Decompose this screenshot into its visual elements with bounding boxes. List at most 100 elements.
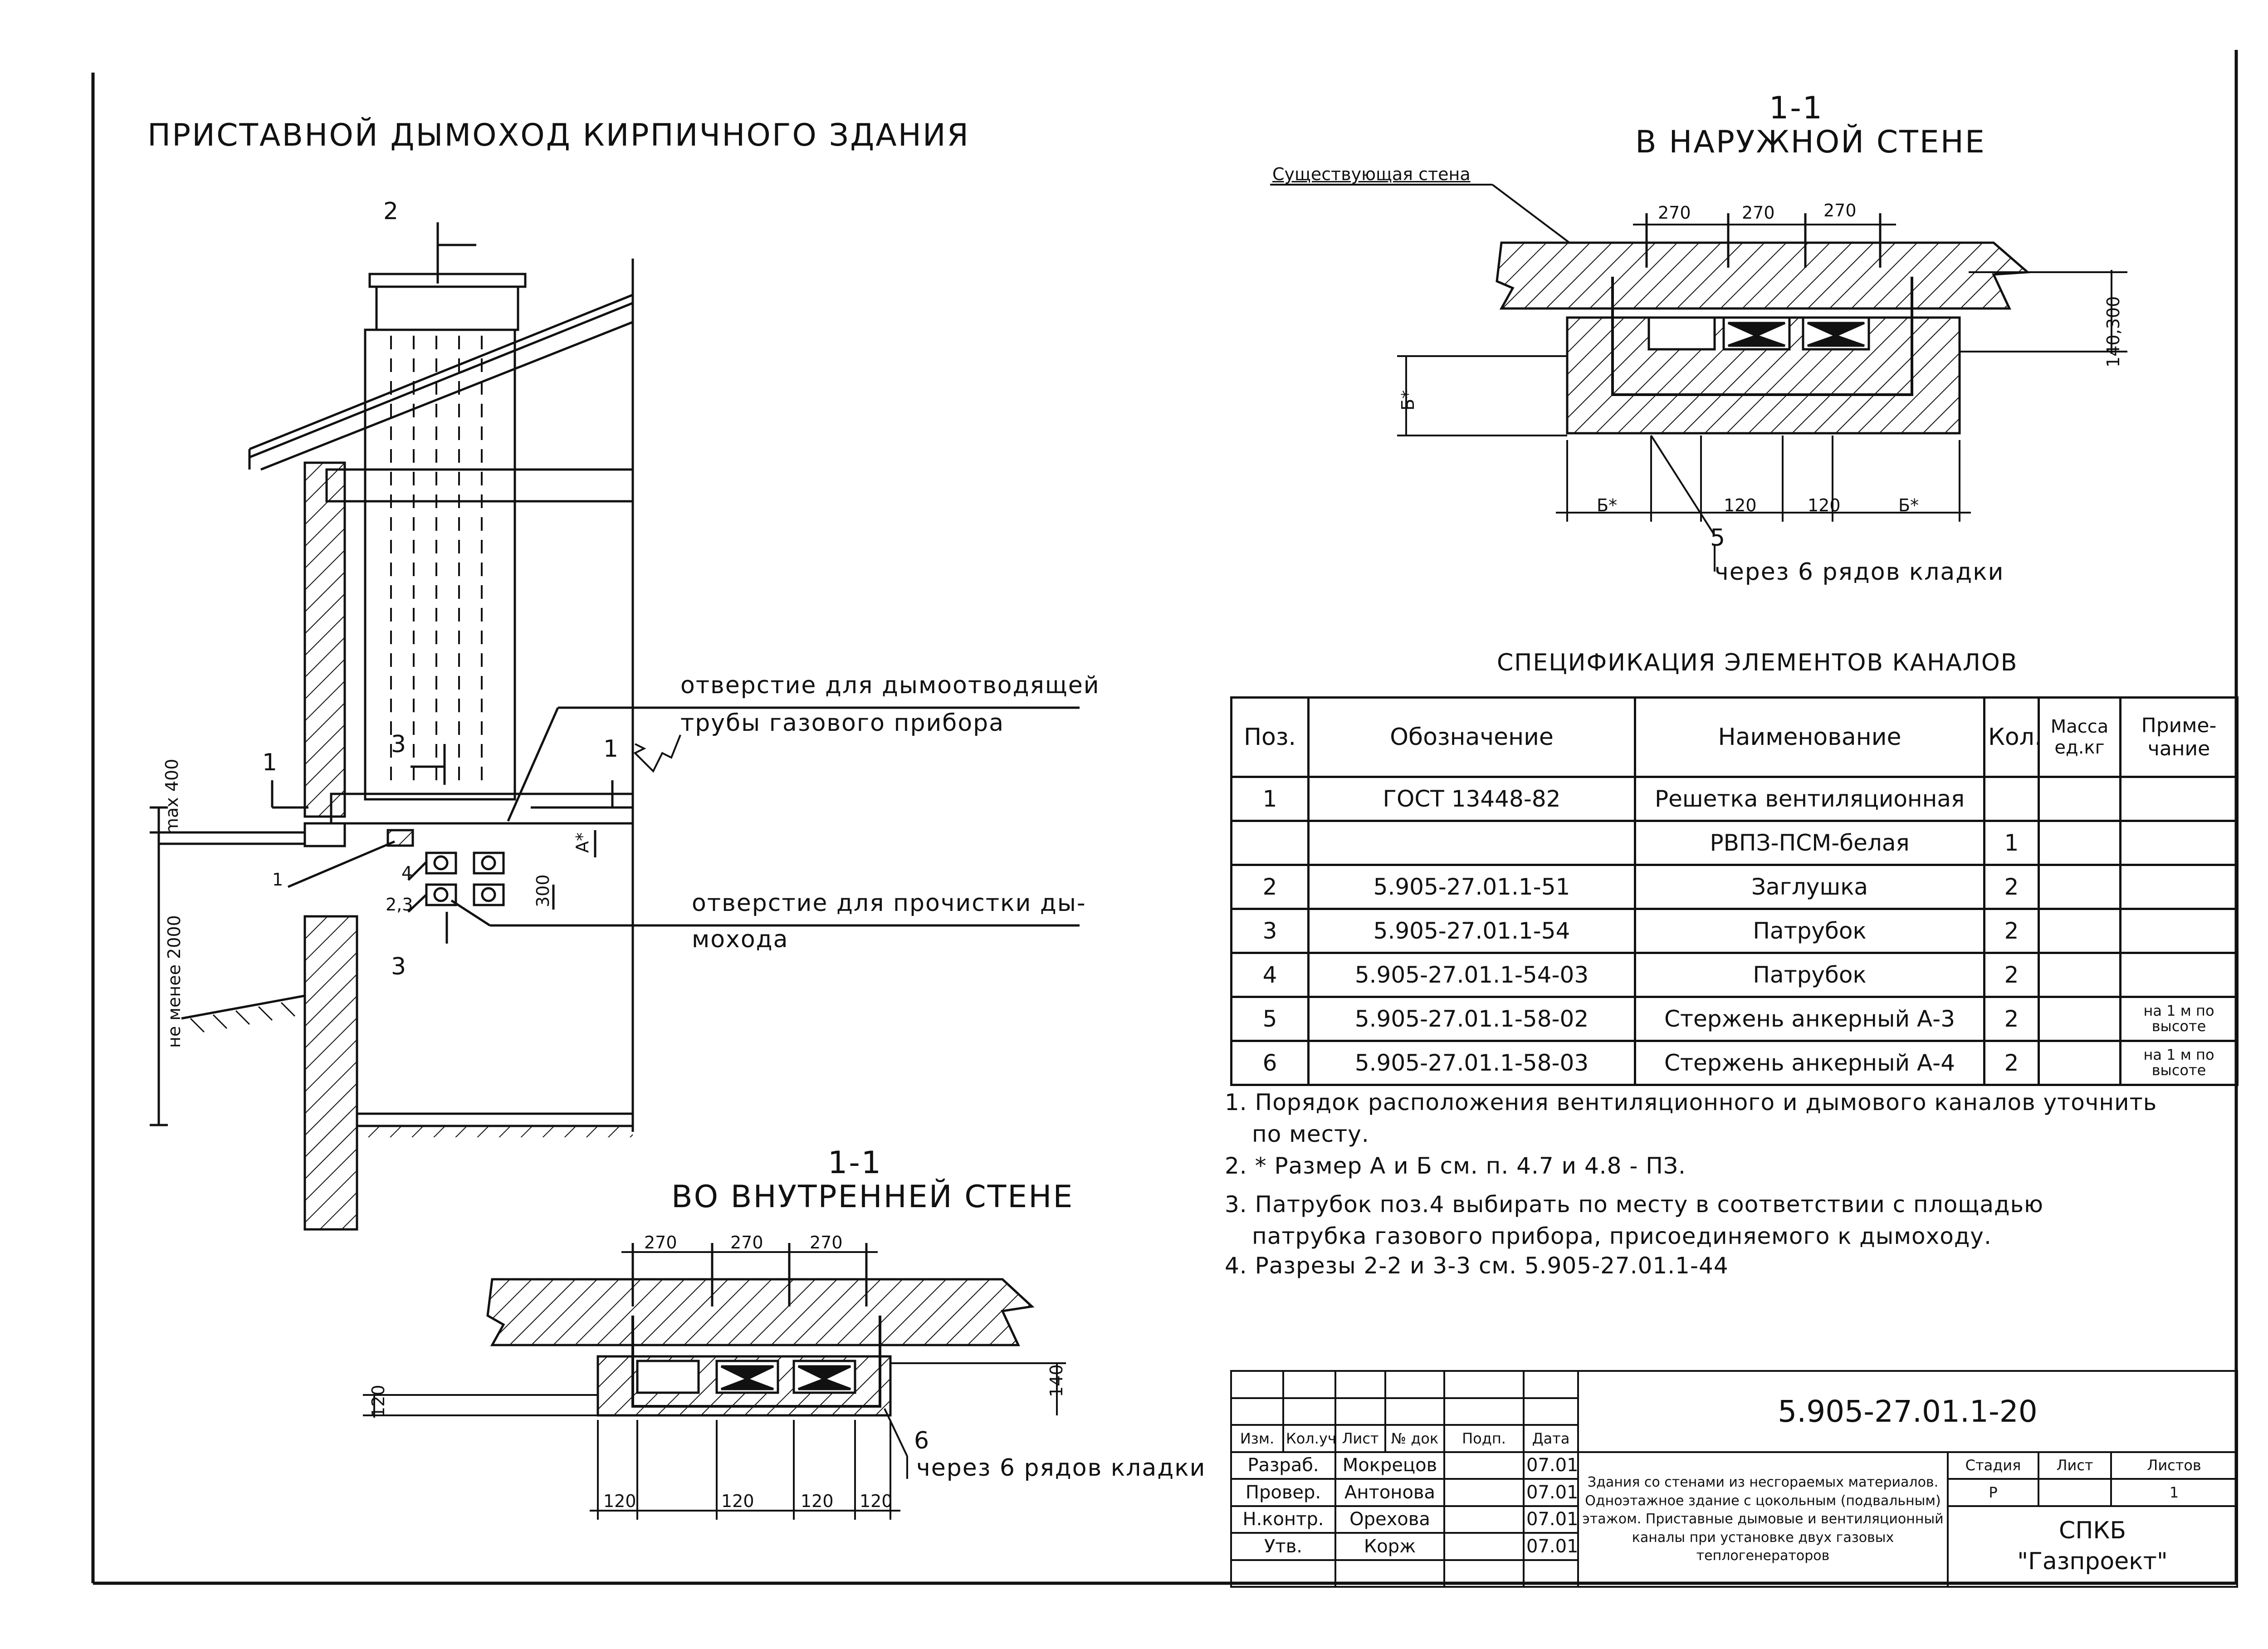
dim-a: А* (572, 832, 592, 853)
spec-cell-mass (2038, 776, 2121, 822)
spec-cell-designation: 5.905-27.01.1-58-02 (1307, 996, 1636, 1042)
title-block: 5.905-27.01.1-20 Изм. Кол.уч Лист № док … (1230, 1370, 2239, 1588)
drawing-code: 5.905-27.01.1-20 (1577, 1370, 2239, 1453)
spec-cell-qty: 2 (1983, 1040, 2040, 1086)
spec-cell-qty: 2 (1983, 996, 2040, 1042)
spec-table: Поз. Обозначение Наименование Кол. Масса… (1230, 696, 2239, 1086)
callout-clean-2: мохода (692, 926, 789, 953)
stamp-col-list: Лист (1334, 1424, 1386, 1453)
inner-dim-bottom-2: 120 (721, 1491, 754, 1511)
spec-cell-qty: 2 (1983, 952, 2040, 998)
spec-cell-name: Патрубок (1634, 908, 1985, 954)
note-1: 1. Порядок расположения вентиляционного … (1225, 1089, 2157, 1116)
inner-dim-bottom-1: 120 (603, 1491, 636, 1511)
organization: СПКБ "Газпроект" (1946, 1505, 2239, 1588)
spec-cell-name: РВПЗ-ПСМ-белая (1634, 820, 1985, 866)
outer-dim-bottom-1: Б* (1597, 495, 1618, 515)
outer-section-label: 1-1 (1769, 90, 1824, 126)
name-razrab: Мокрецов (1334, 1451, 1445, 1480)
spec-cell-note: на 1 м по высоте (2119, 996, 2239, 1042)
spec-cell-pos: 4 (1230, 952, 1310, 998)
spec-header-note: Приме-чание (2119, 696, 2239, 778)
inner-section-label: 1-1 (828, 1145, 883, 1181)
cut-2-label: 2 (383, 198, 400, 225)
inner-dim-bottom-3: 120 (801, 1491, 834, 1511)
spec-cell-designation: 5.905-27.01.1-54-03 (1307, 952, 1636, 998)
spec-cell-pos: 6 (1230, 1040, 1310, 1086)
spec-cell-name: Стержень анкерный А-4 (1634, 1040, 1985, 1086)
cut-3-top-label: 3 (391, 731, 407, 758)
spec-cell-designation: 5.905-27.01.1-58-03 (1307, 1040, 1636, 1086)
pos-23-label: 2,3 (386, 895, 413, 915)
spec-cell-mass (2038, 864, 2121, 910)
spec-cell-pos: 2 (1230, 864, 1310, 910)
role-nkontr: Н.контр. (1230, 1505, 1336, 1534)
date-razrab: 07.01 (1523, 1451, 1579, 1480)
stage-label: Стадия (1947, 1451, 2039, 1480)
spec-cell-designation (1307, 820, 1636, 866)
stage-value: Р (1947, 1478, 2039, 1507)
spec-cell-note (2119, 952, 2239, 998)
spec-cell-qty: 2 (1983, 864, 2040, 910)
cut-1-right-label: 1 (603, 735, 620, 763)
spec-cell-note (2119, 908, 2239, 954)
spec-row: 3 5.905-27.01.1-54 Патрубок 2 (1230, 908, 2239, 954)
spec-cell-note (2119, 864, 2239, 910)
spec-cell-mass (2038, 1040, 2121, 1086)
outer-dim-top-2: 270 (1742, 203, 1775, 223)
outer-dim-left: Б* (1398, 390, 1418, 411)
spec-cell-pos: 5 (1230, 996, 1310, 1042)
name-prover: Антонова (1334, 1478, 1445, 1507)
stamp-col-doc: № док (1384, 1424, 1445, 1453)
date-prover: 07.01 (1523, 1478, 1579, 1507)
spec-cell-mass (2038, 908, 2121, 954)
stamp-col-izm: Изм. (1230, 1424, 1284, 1453)
sheets-label: Листов (2110, 1451, 2239, 1480)
spec-header-pos: Поз. (1230, 696, 1310, 778)
spec-cell-mass (2038, 996, 2121, 1042)
sheets-value: 1 (2110, 1478, 2239, 1507)
spec-header-qty: Кол. (1983, 696, 2040, 778)
spec-cell-qty: 1 (1983, 820, 2040, 866)
signature-nkontr (1443, 1505, 1525, 1534)
outer-section-title: В НАРУЖНОЙ СТЕНЕ (1635, 124, 1986, 160)
spec-row: 1 ГОСТ 13448-82 Решетка вентиляционная (1230, 776, 2239, 822)
callout-flue-2: трубы газового прибора (680, 710, 1005, 737)
spec-cell-note: на 1 м по высоте (2119, 1040, 2239, 1086)
date-utv: 07.01 (1523, 1532, 1579, 1561)
inner-section-title: ВО ВНУТРЕННЕЙ СТЕНЕ (671, 1179, 1074, 1215)
inner-dim-bottom-4: 120 (860, 1491, 893, 1511)
spec-cell-designation: 5.905-27.01.1-54 (1307, 908, 1636, 954)
inner-dim-top-2: 270 (730, 1233, 763, 1253)
cut-1-left-label: 1 (262, 749, 279, 776)
name-utv: Корж (1334, 1532, 1445, 1561)
spec-row: РВПЗ-ПСМ-белая 1 (1230, 820, 2239, 866)
dim-max400: max 400 (162, 758, 182, 835)
signature-razrab (1443, 1451, 1525, 1480)
sheet-label: Лист (2038, 1451, 2112, 1480)
note-3: 3. Патрубок поз.4 выбирать по месту в со… (1225, 1191, 2044, 1218)
dim-300: 300 (533, 874, 553, 907)
spec-title: СПЕЦИФИКАЦИЯ ЭЛЕМЕНТОВ КАНАЛОВ (1497, 649, 2018, 676)
org-line-2: "Газпроект" (2017, 1547, 2168, 1575)
spec-header-row: Поз. Обозначение Наименование Кол. Масса… (1230, 696, 2239, 778)
spec-cell-name: Стержень анкерный А-3 (1634, 996, 1985, 1042)
role-utv: Утв. (1230, 1532, 1336, 1561)
stamp-col-sign: Подп. (1443, 1424, 1525, 1453)
spec-cell-mass (2038, 952, 2121, 998)
spec-cell-name: Заглушка (1634, 864, 1985, 910)
section-outer-wall (1270, 184, 2127, 572)
stamp-col-kol: Кол.уч (1282, 1424, 1336, 1453)
spec-cell-pos: 3 (1230, 908, 1310, 954)
note-4: 4. Разрезы 2-2 и 3-3 см. 5.905-27.01.1-4… (1225, 1253, 1729, 1279)
callout-clean-1: отверстие для прочистки ды- (692, 890, 1086, 917)
spec-row: 6 5.905-27.01.1-58-03 Стержень анкерный … (1230, 1040, 2239, 1086)
callout-flue-1: отверстие для дымоотводящей (680, 672, 1100, 699)
chimney-elevation (150, 222, 1080, 1231)
spec-cell-pos (1230, 820, 1310, 866)
outer-dim-top-1: 270 (1658, 203, 1691, 223)
spec-cell-note (2119, 776, 2239, 822)
dim-min2000: не менее 2000 (164, 915, 184, 1048)
